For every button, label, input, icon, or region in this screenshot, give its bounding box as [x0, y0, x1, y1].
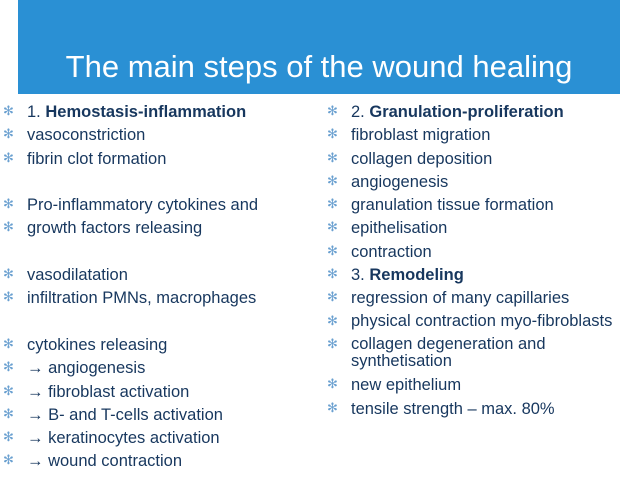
bullet-icon: ✻ — [3, 360, 14, 376]
list-item: ✻ fibrin clot formation — [2, 148, 317, 170]
list-item-text: vasoconstriction — [27, 126, 146, 145]
bullet-icon: ✻ — [3, 267, 14, 283]
list-item: ✻ regression of many capillaries — [326, 287, 626, 309]
list-item: ✻ vasoconstriction — [2, 124, 317, 146]
step-heading: Remodeling — [369, 266, 464, 285]
bullet-icon: ✻ — [327, 127, 338, 143]
step-number: 3. — [351, 266, 370, 285]
bullet-icon: ✻ — [327, 336, 338, 352]
list-item-text: Pro-inflammatory cytokines and — [27, 196, 259, 215]
title-bar: The main steps of the wound healing — [18, 0, 620, 94]
list-item: ✻ angiogenesis — [326, 171, 626, 193]
list-item-text: angiogenesis — [351, 172, 449, 191]
list-item-text: vasodilatation — [27, 266, 128, 285]
list-item-text: epithelisation — [351, 219, 448, 238]
left-bullet-list: ✻ 1. Hemostasis-inflammation ✻ vasoconstri… — [2, 101, 317, 474]
list-item-text: growth factors releasing — [27, 219, 203, 238]
list-item-text: → wound contraction — [27, 452, 183, 471]
bullet-icon: ✻ — [327, 150, 338, 166]
list-item-text: granulation tissue formation — [351, 196, 554, 215]
list-item: ✻ vasodilatation — [2, 264, 317, 286]
bullet-icon: ✻ — [327, 173, 338, 189]
slide-title: The main steps of the wound healing — [65, 49, 573, 84]
list-item-text: → keratinocytes activation — [27, 429, 220, 448]
bullet-icon: ✻ — [327, 197, 338, 213]
bullet-icon: ✻ — [3, 197, 14, 213]
bullet-icon: ✻ — [3, 290, 14, 306]
list-item: ✻ → keratinocytes activation — [2, 427, 317, 449]
bullet-icon: ✻ — [327, 267, 338, 283]
bullet-icon: ✻ — [327, 243, 338, 259]
list-item: ✻ physical contraction myo-fibroblasts — [326, 311, 626, 333]
list-item-text: infiltration PMNs, macrophages — [27, 289, 257, 308]
list-item: ✻ collagen degeneration and synthetisatio… — [326, 334, 626, 373]
list-item: ✻ fibroblast migration — [326, 124, 626, 146]
bullet-icon: ✻ — [3, 336, 14, 352]
list-item-text: new epithelium — [351, 376, 462, 395]
step-heading: Granulation-proliferation — [369, 103, 564, 121]
bullet-icon: ✻ — [3, 453, 14, 469]
bullet-icon: ✻ — [3, 383, 14, 399]
list-spacer — [2, 241, 317, 263]
list-spacer — [2, 311, 317, 333]
bullet-icon: ✻ — [3, 150, 14, 166]
list-item-text: collagen deposition — [351, 149, 493, 168]
list-item: ✻ tensile strength – max. 80% — [326, 398, 626, 420]
list-item-text: physical contraction myo-fibroblasts — [351, 311, 613, 330]
list-item-text: contraction — [351, 242, 432, 261]
bullet-icon: ✻ — [327, 104, 338, 119]
bullet-icon: ✻ — [327, 313, 338, 329]
list-item-step-3: ✻ 3. Remodeling — [326, 264, 626, 286]
list-item-text: tensile strength – max. 80% — [351, 399, 555, 418]
list-item-text: regression of many capillaries — [351, 289, 570, 308]
list-item: ✻ cytokines releasing — [2, 334, 317, 356]
bullet-icon: ✻ — [327, 377, 338, 393]
step-number: 1. — [27, 103, 46, 121]
bullet-icon: ✻ — [327, 400, 338, 416]
bullet-icon: ✻ — [327, 220, 338, 236]
list-item-step-1: ✻ 1. Hemostasis-inflammation — [2, 101, 317, 123]
list-spacer — [2, 171, 317, 193]
bullet-icon: ✻ — [3, 430, 14, 446]
list-item: ✻ → B- and T-cells activation — [2, 404, 317, 426]
bullet-icon: ✻ — [327, 290, 338, 306]
list-item: ✻ Pro-inflammatory cytokines and — [2, 194, 317, 216]
list-item: ✻ contraction — [326, 241, 626, 263]
bullet-icon: ✻ — [3, 127, 14, 143]
list-item: ✻ new epithelium — [326, 374, 626, 396]
list-item-text: collagen degeneration and synthetisation — [351, 334, 546, 370]
list-item: ✻ → fibroblast activation — [2, 381, 317, 403]
right-bullet-list: ✻ 2. Granulation-proliferation ✻ fibroblas… — [326, 101, 626, 421]
list-item-text: → fibroblast activation — [27, 382, 190, 401]
list-item: ✻ granulation tissue formation — [326, 194, 626, 216]
step-number: 2. — [351, 103, 370, 121]
list-item-text: → angiogenesis — [27, 359, 146, 378]
bullet-icon: ✻ — [3, 220, 14, 236]
list-item: ✻ collagen deposition — [326, 148, 626, 170]
list-item-text: fibrin clot formation — [27, 149, 167, 168]
list-item-text: → B- and T-cells activation — [27, 405, 223, 424]
list-item-text: cytokines releasing — [27, 335, 168, 354]
bullet-icon: ✻ — [3, 104, 14, 119]
list-item: ✻ → wound contraction — [2, 450, 317, 472]
list-item-step-2: ✻ 2. Granulation-proliferation — [326, 101, 626, 123]
bullet-icon: ✻ — [3, 406, 14, 422]
list-item-text: fibroblast migration — [351, 126, 491, 145]
step-heading: Hemostasis-inflammation — [45, 103, 247, 121]
list-item: ✻ infiltration PMNs, macrophages — [2, 287, 317, 309]
list-item: ✻ → angiogenesis — [2, 357, 317, 379]
list-item: ✻ epithelisation — [326, 217, 626, 239]
list-item: ✻ growth factors releasing — [2, 217, 317, 239]
